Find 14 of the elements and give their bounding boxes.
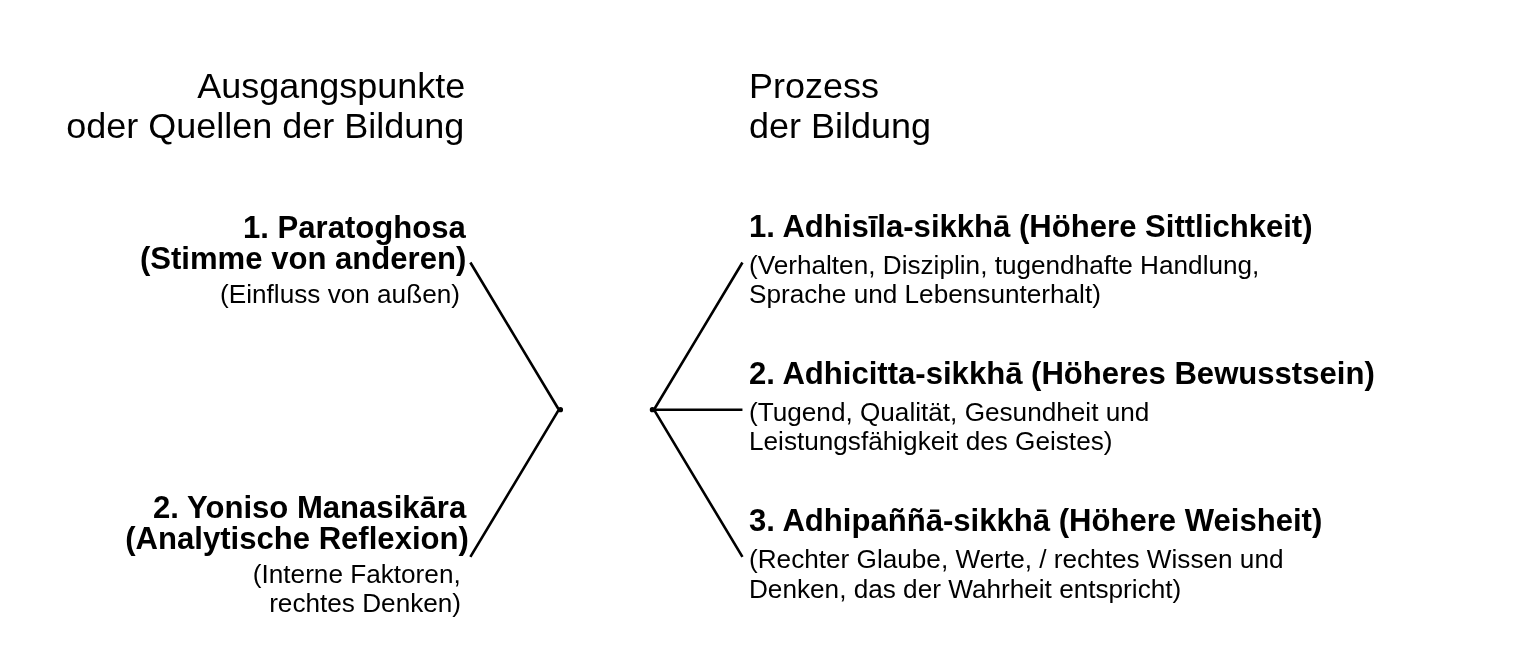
node-point	[557, 406, 564, 412]
node-text: 2. Adhicitta-sikkhā (Höheres Bewusstsein) (Tugend, Qualität, Gesundheit und Leistungsfähigkeit des Geistes)	[749, 355, 1375, 456]
node-text: 3. Adhipaññā-sikkhā (Höhere Weisheit) (Rechter Glaube, Werte, / rechtes Wissen und Denken, das der Wahrheit entspricht)	[749, 502, 1323, 603]
label: Ausgangspunkte oder Quellen der Bildung	[66, 64, 466, 145]
node-text: 1. Adhisīla-sikkhā (Höhere Sittlichkeit) (Verhalten, Disziplin, tugendhafte Handlung, Sprache und Lebensunterhalt)	[749, 208, 1313, 309]
connector	[653, 408, 744, 558]
connector	[469, 408, 560, 558]
label: Prozess der Bildung	[749, 64, 931, 145]
node-text: 1. Paratoghosa (Stimme von anderen) (Einfluss von außen)	[139, 209, 467, 309]
node-text: 2. Yoniso Manasikāra (Analytische Reflexion) (Interne Faktoren, rechtes Denken)	[125, 489, 469, 618]
connector	[654, 407, 743, 411]
connector	[469, 261, 560, 410]
connector	[653, 261, 744, 410]
node-point	[649, 406, 655, 412]
